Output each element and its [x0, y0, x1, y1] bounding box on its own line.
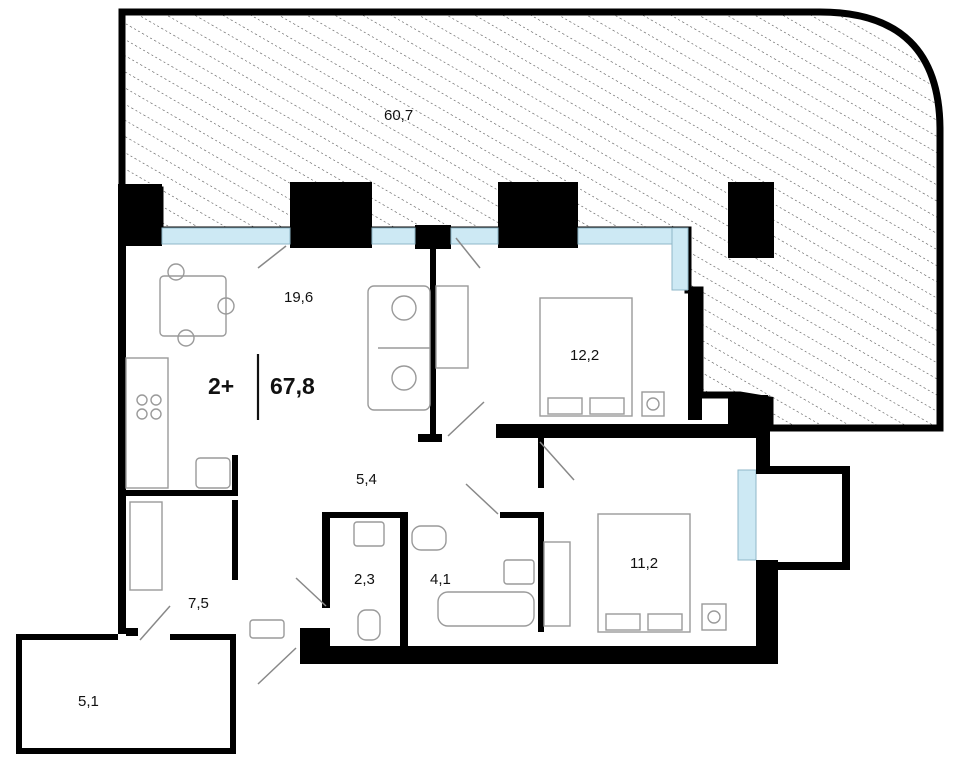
rooms-label: 2+	[208, 373, 234, 399]
wardrobe	[435, 285, 469, 369]
bed	[597, 513, 691, 633]
kitchen-counter	[125, 357, 169, 489]
furniture	[125, 263, 727, 641]
sink	[353, 521, 385, 547]
area-entrance: 7,5	[188, 595, 209, 612]
toilet	[357, 609, 381, 641]
area-wc: 2,3	[354, 571, 375, 588]
wardrobe	[129, 501, 163, 591]
dining-table	[159, 275, 227, 337]
area-bedroom-2: 11,2	[630, 555, 658, 572]
area-hall: 5,4	[356, 471, 377, 488]
wardrobe	[543, 541, 571, 627]
sink	[503, 559, 535, 585]
chair	[177, 329, 195, 347]
closet-room	[756, 466, 850, 570]
area-living-kitchen: 19,6	[284, 289, 313, 306]
door-swings	[139, 237, 575, 685]
area-storage: 5,1	[78, 693, 99, 710]
chair	[217, 297, 235, 315]
terrace-columns	[118, 182, 774, 433]
area-terrace: 60,7	[384, 107, 413, 124]
total-area: 67,8	[270, 373, 315, 399]
washing-machine	[701, 603, 727, 631]
bathtub	[437, 591, 535, 627]
storage-room	[16, 634, 236, 754]
walls	[118, 244, 778, 664]
windows	[161, 227, 757, 561]
chair	[167, 263, 185, 281]
toilet	[411, 525, 447, 551]
bed	[539, 297, 633, 417]
area-bathroom: 4,1	[430, 571, 451, 588]
washing-machine	[641, 391, 665, 417]
area-bedroom-1: 12,2	[570, 347, 599, 364]
kitchen-sink	[195, 457, 231, 489]
